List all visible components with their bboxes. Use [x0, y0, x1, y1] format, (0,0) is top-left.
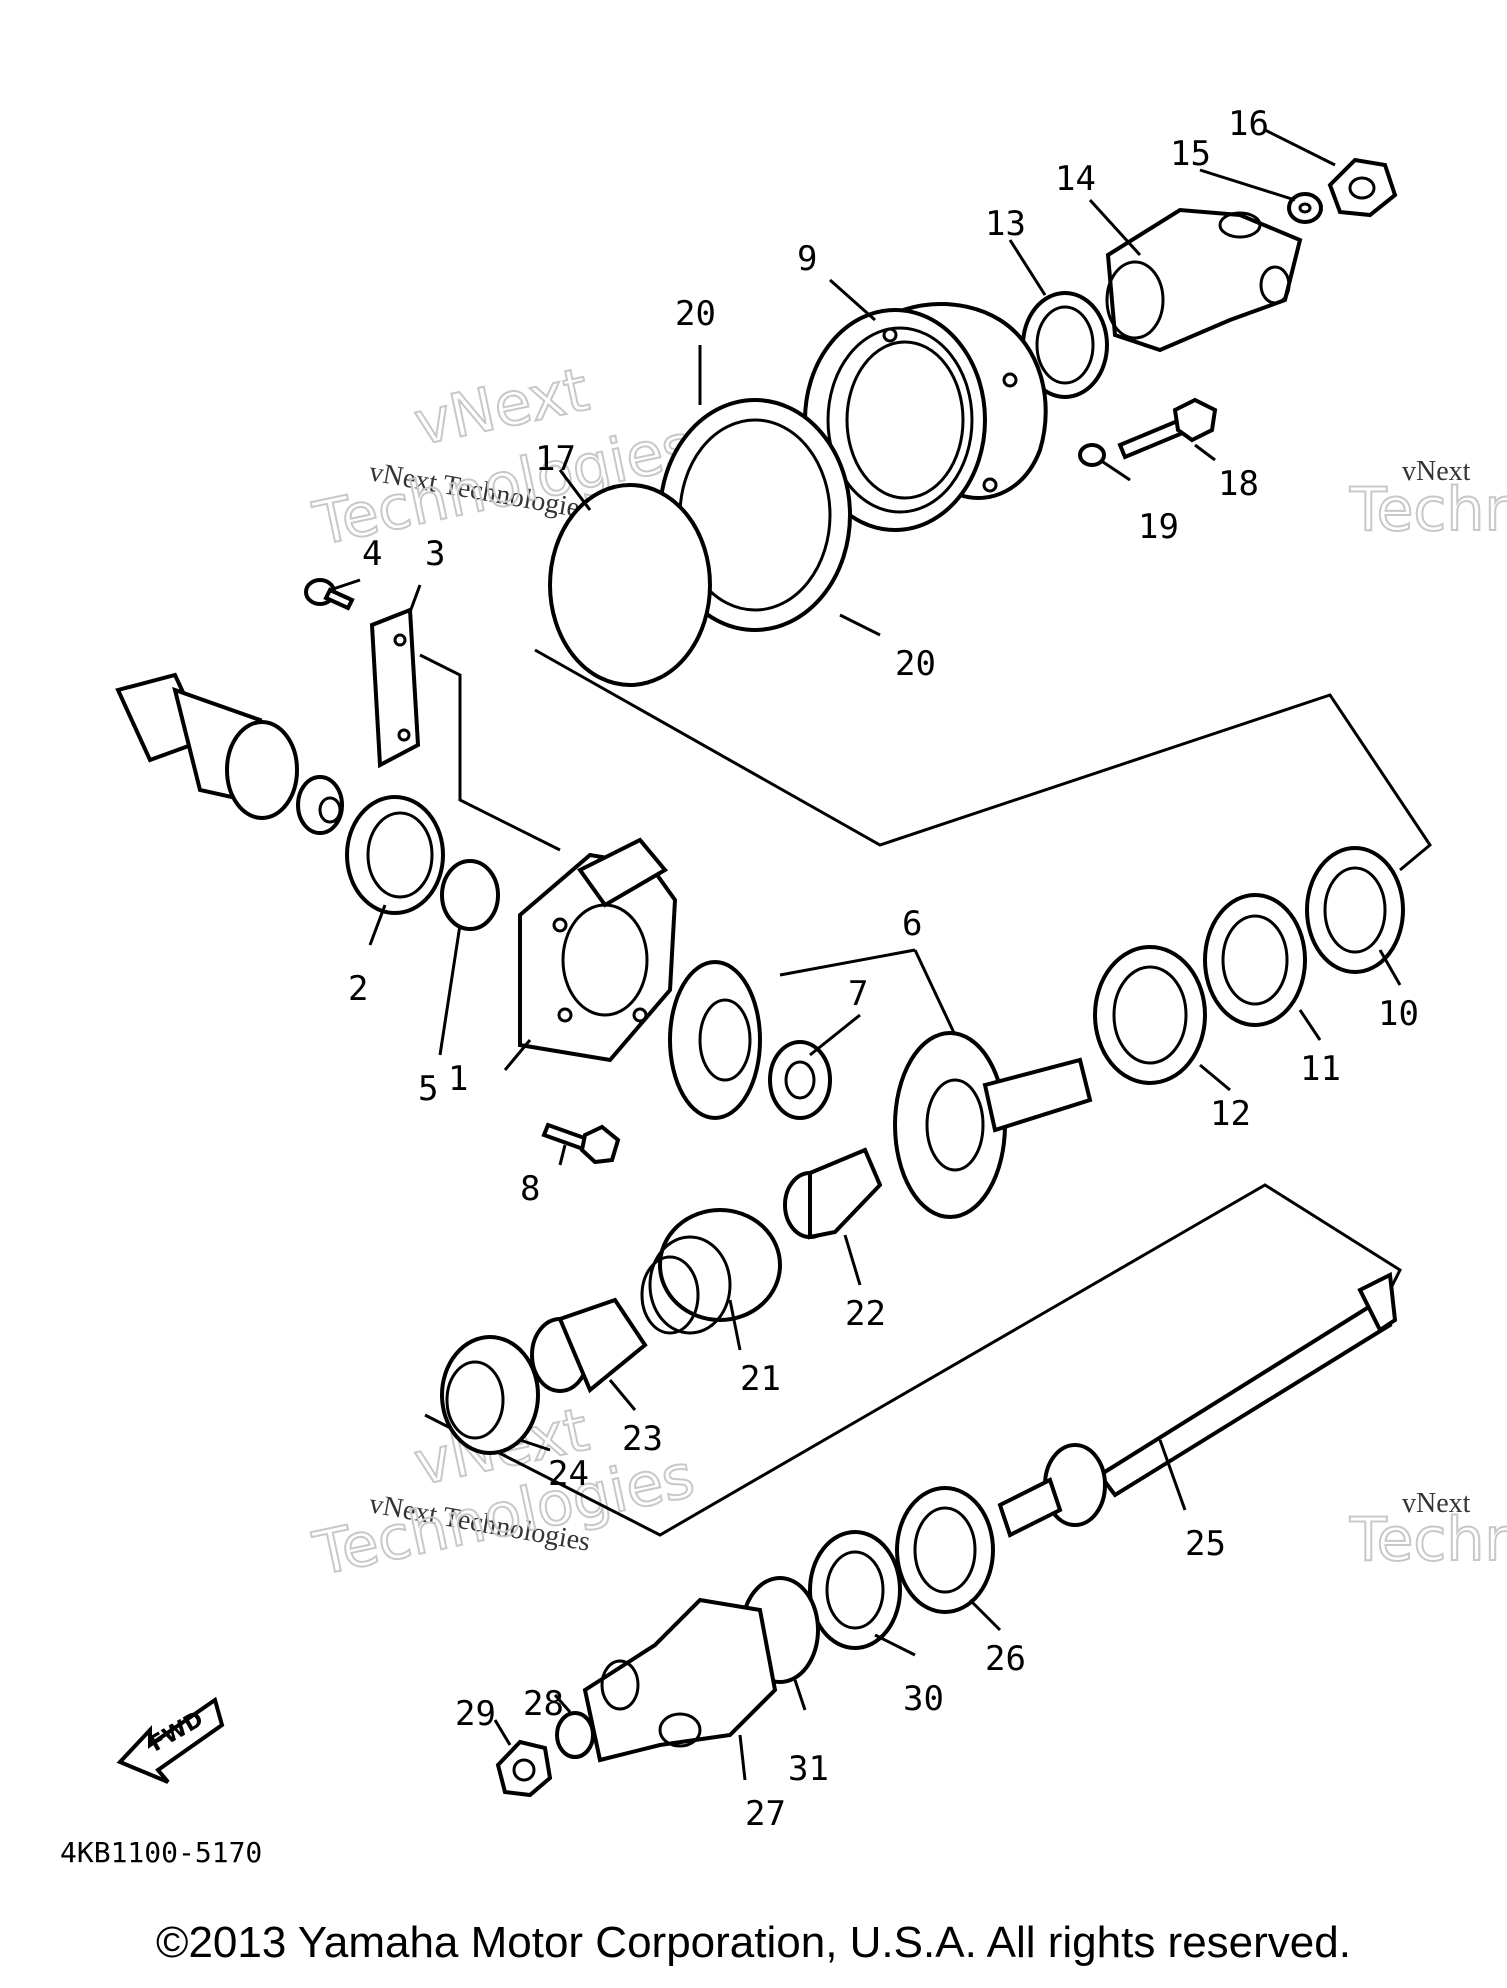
part-bearing-2	[345, 795, 445, 915]
callout-26: 26	[985, 1639, 1026, 1679]
callout-7: 7	[848, 974, 868, 1014]
part-oring-5	[440, 859, 500, 931]
watermark-edge-small-upper: vNext	[1402, 456, 1471, 487]
part-washer-19	[1078, 443, 1106, 467]
callout-21: 21	[740, 1359, 781, 1399]
callout-19: 19	[1138, 507, 1179, 547]
watermark-edge-big-upper: Techn	[1349, 475, 1507, 545]
callout-20-bottom: 20	[895, 644, 936, 684]
part-plate-3	[369, 607, 421, 769]
part-nut-29	[495, 1739, 553, 1798]
part-gear-right-6	[893, 1031, 1093, 1219]
part-driveshaft-25	[997, 1271, 1398, 1538]
part-yoke-14	[1105, 207, 1303, 353]
part-bolt-18	[1117, 397, 1218, 460]
callout-20-top: 20	[675, 294, 716, 334]
part-bearing-26	[895, 1486, 995, 1614]
part-bearing-24	[440, 1335, 540, 1455]
callout-31: 31	[788, 1749, 829, 1789]
fwd-arrow-icon: FWD	[116, 1696, 225, 1784]
callout-10: 10	[1378, 994, 1419, 1034]
part-yoke-27	[582, 1597, 778, 1763]
callout-23: 23	[622, 1419, 663, 1459]
callout-18: 18	[1218, 464, 1259, 504]
part-spring-21	[640, 1208, 782, 1335]
callout-29: 29	[455, 1694, 496, 1734]
callout-28: 28	[523, 1684, 564, 1724]
callout-9: 9	[797, 239, 817, 279]
part-ringnut-11	[1203, 893, 1307, 1027]
callout-3: 3	[425, 534, 445, 574]
callout-8: 8	[520, 1169, 540, 1209]
callout-16: 16	[1228, 104, 1269, 144]
part-screw-4	[304, 578, 355, 611]
part-ringnut-30	[808, 1530, 902, 1650]
callout-11: 11	[1300, 1049, 1341, 1089]
part-gear-left-6	[668, 960, 762, 1120]
callout-30: 30	[903, 1679, 944, 1719]
part-spacer-23	[530, 1297, 648, 1394]
callout-1: 1	[448, 1059, 468, 1099]
part-input-shaft	[115, 672, 344, 835]
bracket-lower	[424, 1183, 1402, 1537]
part-sleeve-22	[783, 1147, 883, 1240]
part-gasket-17	[548, 483, 712, 687]
callout-24: 24	[548, 1454, 589, 1494]
callouts: 1 2 3 4 5 6 7 8 9 10 11 12 13 14 15 16 1…	[348, 104, 1419, 1834]
callout-5: 5	[418, 1069, 438, 1109]
part-bolt-8	[541, 1122, 621, 1165]
part-nut-7	[768, 1040, 832, 1120]
callout-13: 13	[985, 204, 1026, 244]
callout-4: 4	[362, 534, 382, 574]
callout-27: 27	[745, 1794, 786, 1834]
part-washer-28	[555, 1711, 595, 1759]
callout-14: 14	[1055, 159, 1096, 199]
part-nut-16	[1327, 157, 1398, 218]
callout-25: 25	[1185, 1524, 1226, 1564]
part-housing-9	[803, 302, 1048, 532]
part-washer-15	[1287, 192, 1323, 224]
part-bearing-12	[1093, 945, 1207, 1085]
watermark-edge-small-lower: vNext	[1402, 1488, 1471, 1519]
diagram-code: 4KB1100-5170	[60, 1836, 262, 1869]
part-bracket-1	[518, 837, 678, 1063]
part-seal-13	[1021, 291, 1109, 399]
copyright-footer: ©2013 Yamaha Motor Corporation, U.S.A. A…	[156, 1918, 1351, 1967]
part-bearing-10	[1305, 846, 1405, 974]
callout-12: 12	[1210, 1094, 1251, 1134]
leader-lines	[329, 128, 1402, 1781]
callout-17: 17	[535, 439, 576, 479]
callout-22: 22	[845, 1294, 886, 1334]
watermark-edge-big-lower: Techn	[1349, 1505, 1507, 1575]
bracket-left	[419, 653, 561, 852]
callout-6: 6	[902, 904, 922, 944]
callout-15: 15	[1170, 134, 1211, 174]
bracket-upper	[534, 648, 1432, 872]
callout-2: 2	[348, 969, 368, 1009]
